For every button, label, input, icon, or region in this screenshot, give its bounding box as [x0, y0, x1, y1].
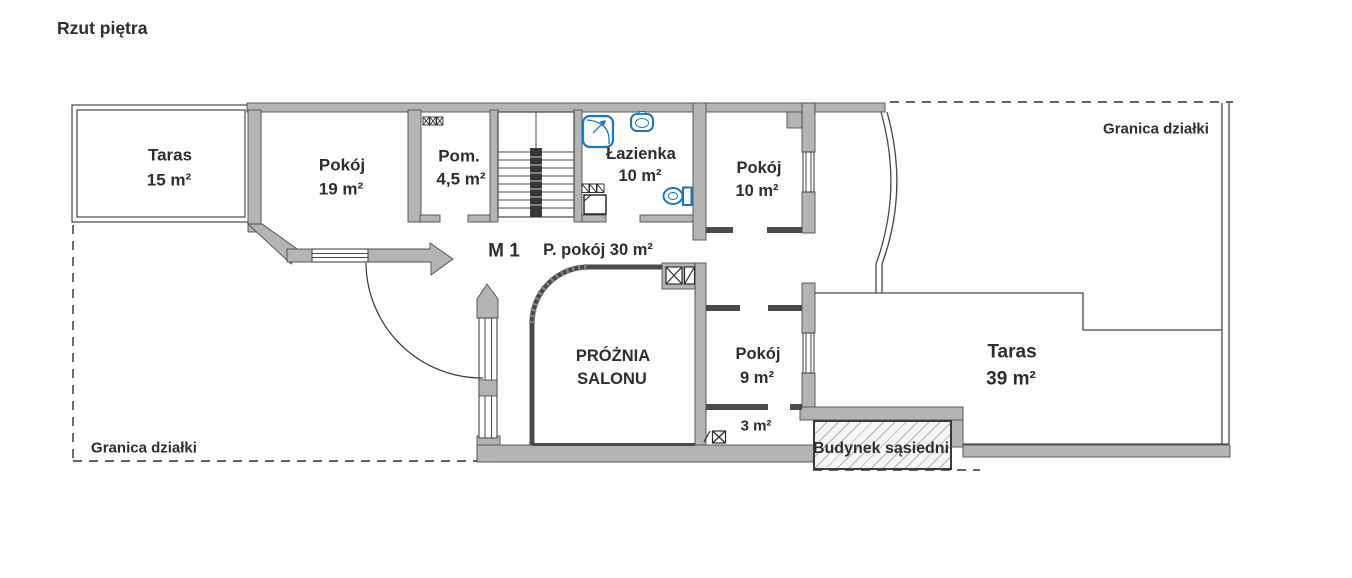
room-label-proznia-line1: PRÓŻNIA: [575, 346, 651, 365]
room-label-proznia-line2: SALONU: [577, 369, 647, 388]
wall-top: [246, 102, 886, 113]
wall-lazienka-bottom-a: [581, 214, 607, 223]
unit-label: M 1: [488, 240, 520, 262]
staircase: [497, 111, 575, 218]
room-label-pokoj10-area: 10 m²: [735, 181, 779, 200]
vent-shaft-icon: [422, 116, 444, 126]
room-label-pom-name: Pom.: [438, 146, 480, 166]
room-label-pokoj10-name: Pokój: [736, 158, 782, 177]
door-swing-arc: [365, 262, 484, 379]
wall-right-mid-lower: [801, 372, 816, 411]
plot-boundary-dashed-line: [72, 101, 1233, 471]
wall-lazienka-pokoj10: [692, 102, 707, 241]
vent-shaft-icon-proznia: [665, 266, 696, 285]
wall-proznia-right: [694, 262, 707, 446]
wall-pom-bottom-a: [419, 214, 441, 223]
washing-machine-icon: [581, 183, 607, 215]
wall-pokoj10-bottom-b: [767, 227, 802, 233]
room-label-taras39-area: 39 m²: [986, 368, 1036, 390]
room-label-taras15-name: Taras: [147, 145, 193, 165]
room-label-pokoj19-name: Pokój: [318, 155, 366, 175]
room-label-3m2-area: 3 m²: [740, 417, 772, 435]
neighbor-building-hatch: [813, 420, 952, 470]
wall-section-arrow: [476, 283, 499, 319]
room-label-pokoj19-area: 19 m²: [318, 179, 364, 199]
wall-pokoj9-bottom-b: [790, 404, 802, 410]
thin-walls: [706, 227, 802, 410]
room-label-lazienka-name: Łazienka: [606, 144, 676, 163]
plot-boundary-label-top: Granica działki: [1103, 120, 1209, 138]
room-label-taras15-area: 15 m²: [146, 170, 192, 190]
window-pokoj10-right: [802, 151, 815, 193]
room-label-lazienka-area: 10 m²: [618, 166, 662, 185]
room-label-pom-area: 4,5 m²: [436, 169, 486, 189]
wall-pom-bottom-b: [467, 214, 491, 223]
window-bay: [311, 248, 369, 263]
wall-stair-lazienka: [573, 109, 583, 223]
wall-terrace-bottom-strip: [962, 444, 1231, 458]
wall-pokoj10-right-lower: [801, 191, 816, 234]
terrace-39-outline: [815, 103, 1230, 445]
wall-pokoj10-right-upper: [801, 102, 816, 153]
sink-icon: [630, 110, 654, 132]
wall-right-mid-upper: [801, 282, 816, 334]
wall-pokoj10-notch: [786, 111, 803, 129]
wall-pom-stair: [489, 109, 499, 223]
room-label-pokoj9-area: 9 m²: [740, 368, 774, 387]
wall-pokoj10-bottom-a: [706, 227, 733, 233]
wall-pokoj9-top-b: [768, 305, 802, 311]
plot-boundary-label-bottom: Granica działki: [91, 439, 197, 457]
wall-lazienka-bottom-b: [639, 214, 694, 223]
wall-bay-segment: [286, 248, 313, 263]
page-title: Rzut piętra: [57, 18, 148, 38]
wall-pokoj9-bottom-a: [706, 404, 768, 410]
bow-window-curve: [875, 111, 898, 293]
wall-bottom-main: [476, 444, 821, 463]
wall-neighbor-top: [799, 406, 964, 421]
room-label-taras39-name: Taras: [987, 341, 1037, 363]
void-of-salon-outline: [529, 264, 695, 446]
neighbor-building-label: Budynek sąsiedni: [812, 440, 950, 457]
wall-pokoj19-pom: [407, 109, 422, 223]
unit-area-note: P. pokój 30 m²: [543, 240, 653, 259]
shower-icon: [581, 114, 615, 149]
toilet-icon: [662, 186, 693, 206]
room-label-pokoj9-name: Pokój: [735, 344, 781, 363]
wall-pokoj9-top-a: [706, 305, 740, 311]
wall-bay-arrow: [367, 242, 454, 276]
vent-shaft-icon-bottom: [703, 430, 727, 444]
window-pokoj9-right: [802, 332, 815, 374]
wall-pokoj19-left: [247, 109, 262, 233]
